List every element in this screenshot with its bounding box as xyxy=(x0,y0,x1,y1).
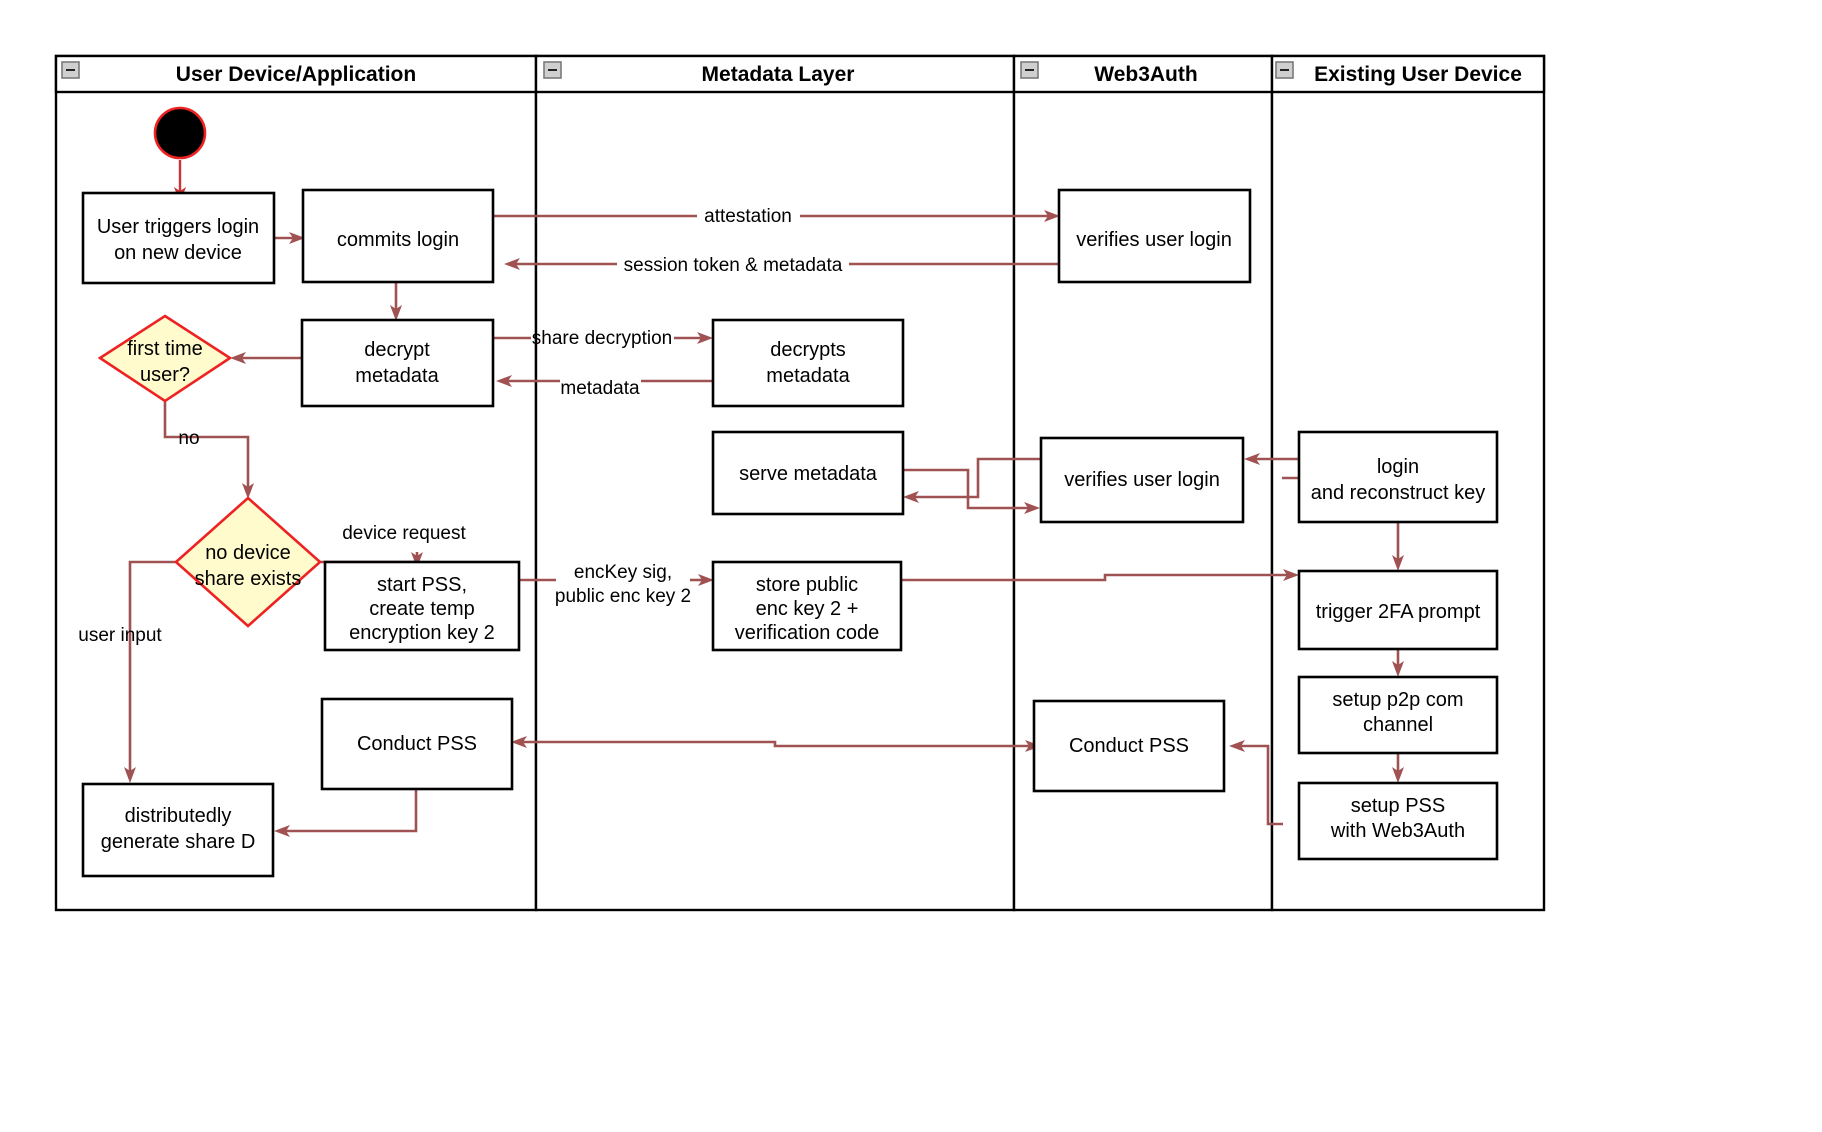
edge-label-metadata: metadata xyxy=(560,378,640,399)
node-label-line: with Web3Auth xyxy=(1330,820,1465,842)
edge-firsttime-to-nodevice: no xyxy=(163,401,254,499)
node-label-line: login xyxy=(1377,456,1419,478)
node-label-line: serve metadata xyxy=(739,463,878,485)
node-label-line: decrypt xyxy=(364,339,430,361)
lane-web3auth-header[interactable] xyxy=(1012,54,1274,94)
node-label-line: verifies user login xyxy=(1064,469,1220,491)
node-label-line: user? xyxy=(140,364,190,386)
node-label-line: enc key 2 + xyxy=(756,598,859,620)
edge-label-attestation: attestation xyxy=(704,206,792,227)
node-first-time-user-decision[interactable]: first time user? xyxy=(97,314,233,403)
node-label-line: metadata xyxy=(355,365,439,387)
node-store-public-enc-key[interactable]: store public enc key 2 + verification co… xyxy=(711,560,903,652)
collapse-minus-icon[interactable] xyxy=(543,61,562,79)
node-label-line: Conduct PSS xyxy=(357,733,477,755)
edge-nodevice-to-share-d: user input xyxy=(78,560,176,783)
node-label-line: decrypts xyxy=(770,339,846,361)
node-label-line: first time xyxy=(127,338,203,360)
edge-commits-to-decrypt xyxy=(390,280,402,321)
collapse-minus-icon[interactable] xyxy=(61,61,80,79)
edge-decrypt-to-firsttime xyxy=(230,352,302,364)
edge-serve-to-verifies2 xyxy=(903,468,1040,514)
edge-trigger-to-commits xyxy=(274,232,305,244)
edge-startpss-to-store: encKey sig, public enc key 2 xyxy=(519,562,714,607)
lane-title-web3auth: Web3Auth xyxy=(1094,63,1197,86)
node-distributedly-generate-share-d[interactable]: distributedly generate share D xyxy=(81,782,275,878)
edge-decrypt-to-decrypts: share decryption xyxy=(493,328,713,349)
edge-conductpss-to-share-d xyxy=(274,789,418,837)
edge-label-public-enc-key: public enc key 2 xyxy=(555,586,691,607)
node-verifies-user-login-1[interactable]: verifies user login xyxy=(1057,188,1252,284)
edge-verifies2-to-serve xyxy=(903,457,1040,503)
node-label-line: create temp xyxy=(369,598,475,620)
node-label-line: User triggers login xyxy=(97,216,259,238)
node-label-line: distributedly xyxy=(125,805,232,827)
edge-login-to-2fa xyxy=(1392,521,1404,571)
edge-label-share-decryption: share decryption xyxy=(532,328,672,349)
edge-2fa-to-p2p xyxy=(1392,648,1404,677)
edge-label-enckey-sig: encKey sig, xyxy=(574,562,672,583)
node-label-line: commits login xyxy=(337,229,459,251)
lane-user-device-header[interactable] xyxy=(54,54,538,94)
edge-verifies-to-commits: session token & metadata xyxy=(504,255,1059,276)
edge-label-device-request: device request xyxy=(342,523,466,544)
edge-commits-to-verifies: attestation xyxy=(493,206,1060,227)
lane-title-existing-device: Existing User Device xyxy=(1314,63,1522,86)
node-label-line: on new device xyxy=(114,242,242,264)
node-label-line: setup p2p com xyxy=(1332,689,1463,711)
edge-setuppss-to-conductpss xyxy=(1229,740,1283,826)
node-serve-metadata[interactable]: serve metadata xyxy=(711,430,905,516)
node-user-triggers-login[interactable]: User triggers login on new device xyxy=(81,191,276,285)
node-conduct-pss-web3auth[interactable]: Conduct PSS xyxy=(1032,699,1226,793)
lane-metadata-header[interactable] xyxy=(534,54,1016,94)
collapse-minus-icon[interactable] xyxy=(1020,61,1039,79)
node-label-line: and reconstruct key xyxy=(1311,482,1486,504)
edge-p2p-to-setuppss xyxy=(1392,752,1404,783)
node-label-line: Conduct PSS xyxy=(1069,735,1189,757)
node-label-line: no device xyxy=(205,542,291,564)
node-no-device-share-decision[interactable]: no device share exists xyxy=(174,496,322,628)
node-setup-p2p-channel[interactable]: setup p2p com channel xyxy=(1297,675,1499,755)
node-decrypts-metadata[interactable]: decrypts metadata xyxy=(711,318,905,408)
node-setup-pss-with-web3auth[interactable]: setup PSS with Web3Auth xyxy=(1297,781,1499,861)
edge-existing-to-verifies2 xyxy=(1244,453,1299,465)
lane-existing-device-header[interactable] xyxy=(1270,54,1546,94)
node-label-line: generate share D xyxy=(101,831,256,853)
node-login-reconstruct-key[interactable]: login and reconstruct key xyxy=(1297,430,1499,524)
node-label-line: trigger 2FA prompt xyxy=(1316,601,1481,623)
node-start-pss[interactable]: start PSS, create temp encryption key 2 xyxy=(323,560,521,652)
lane-title-metadata: Metadata Layer xyxy=(702,63,855,86)
initial-node[interactable] xyxy=(153,106,207,160)
node-verifies-user-login-2[interactable]: verifies user login xyxy=(1039,436,1245,524)
collapse-minus-icon[interactable] xyxy=(1275,61,1294,79)
edge-label-session-token: session token & metadata xyxy=(624,255,843,276)
edge-label-user-input: user input xyxy=(78,625,162,646)
edge-label-no: no xyxy=(178,428,199,449)
edge-decrypts-to-decrypt: metadata xyxy=(496,375,712,399)
node-decrypt-metadata[interactable]: decrypt metadata xyxy=(300,318,495,408)
node-label-line: metadata xyxy=(766,365,850,387)
node-label-line: store public xyxy=(756,574,858,596)
node-conduct-pss-user[interactable]: Conduct PSS xyxy=(320,697,514,791)
diagram-nodes: User triggers login on new device commit… xyxy=(81,106,1499,878)
node-label-line: encryption key 2 xyxy=(349,622,495,644)
node-trigger-2fa-prompt[interactable]: trigger 2FA prompt xyxy=(1297,569,1499,651)
node-label-line: verifies user login xyxy=(1076,229,1232,251)
node-label-line: channel xyxy=(1363,714,1433,736)
edge-store-to-2fa xyxy=(901,569,1299,582)
node-label-line: start PSS, xyxy=(377,574,467,596)
node-commits-login[interactable]: commits login xyxy=(301,188,495,284)
node-label-line: share exists xyxy=(195,568,302,590)
node-label-line: setup PSS xyxy=(1351,795,1446,817)
node-label-line: verification code xyxy=(735,622,880,644)
lane-title-user-device: User Device/Application xyxy=(176,63,416,86)
